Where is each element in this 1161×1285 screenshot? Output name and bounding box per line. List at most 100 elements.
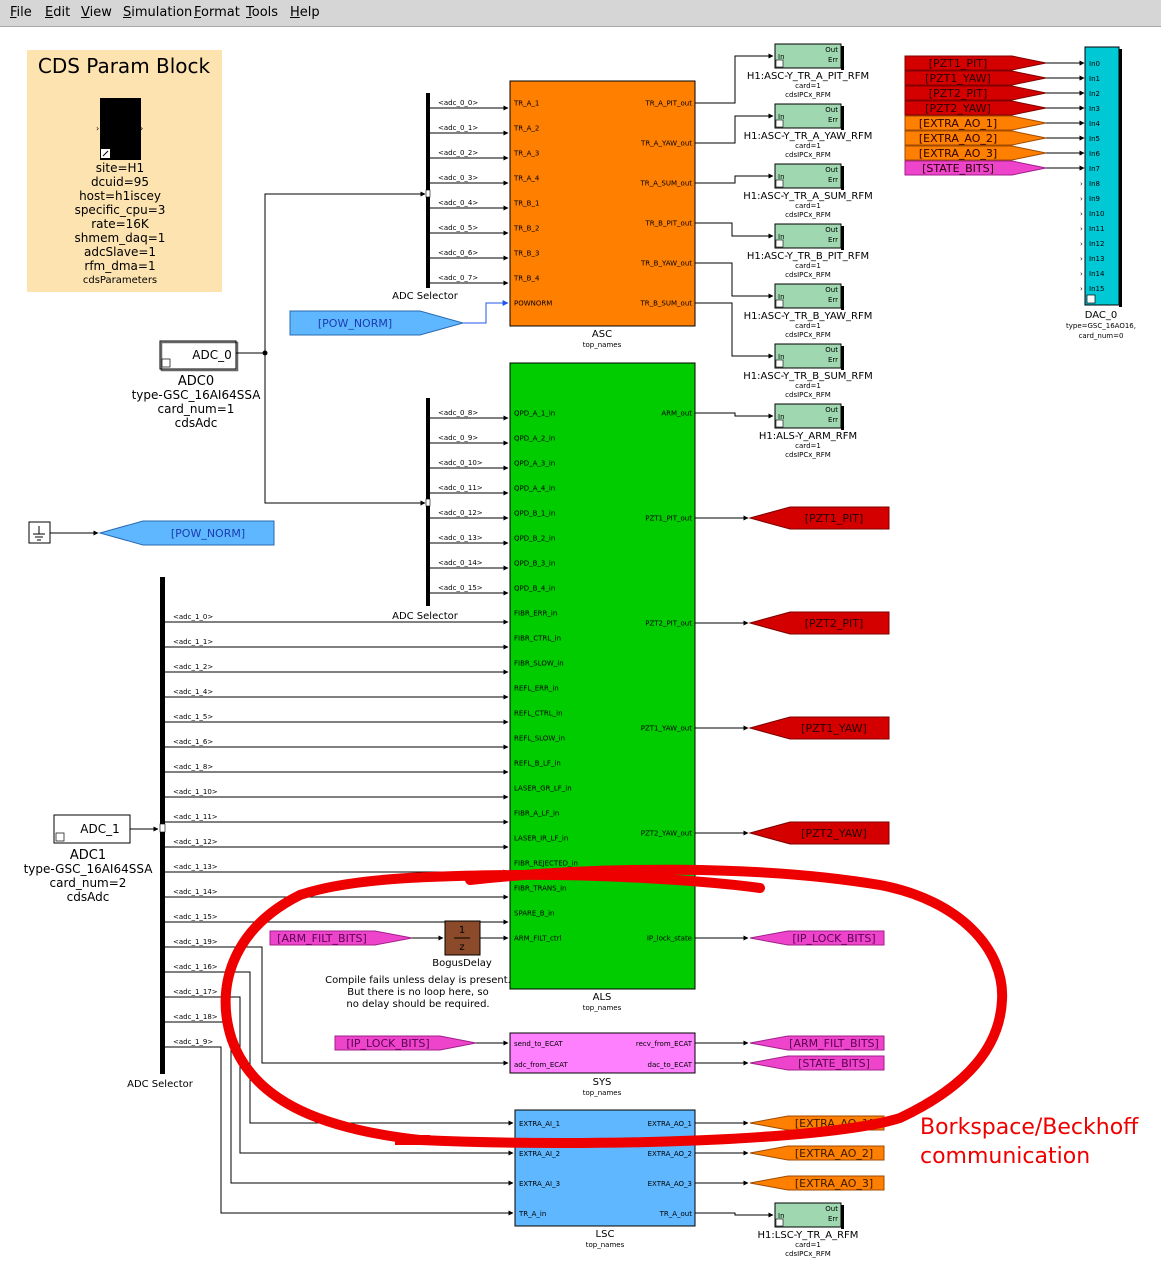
selector-0-port-6: <adc_0_6>: [438, 249, 478, 257]
dac-port-5: In5: [1089, 135, 1100, 143]
selector-2-port-16: <adc_1_18>: [173, 1013, 218, 1021]
selector-1-port-2: <adc_0_10>: [438, 459, 483, 467]
als-out-tag-0[interactable]: [PZT1_PIT]: [748, 506, 890, 530]
als-in-20: SPARE_B_in: [514, 910, 554, 918]
selector-0-port-1: <adc_0_1>: [438, 124, 478, 132]
dac-from-tag-label-2: [PZT2_PIT]: [929, 87, 988, 100]
asc-block[interactable]: TR_A_1TR_A_2TR_A_3TR_A_4TR_B_1TR_B_2TR_B…: [509, 80, 696, 349]
rfm-out-7: Out: [825, 1205, 838, 1213]
als-block[interactable]: QPD_A_1_inQPD_A_2_inQPD_A_3_inQPD_A_4_in…: [509, 362, 696, 1012]
sys-block[interactable]: send_to_ECAT adc_from_ECAT recv_from_ECA…: [509, 1032, 696, 1097]
rfm-out-4: Out: [825, 286, 838, 294]
delay-num: 1: [459, 925, 465, 936]
lsc-in-0: EXTRA_AI_1: [519, 1120, 560, 1128]
dac-from-tag-5[interactable]: [EXTRA_AO_2]: [904, 130, 1047, 146]
dac-block[interactable]: In0›In1›In2›In3›In4›In5›In6›In7›In8›In9›…: [1066, 46, 1136, 340]
dac-port-chevron-2: ›: [1080, 90, 1083, 98]
als-out-tag-1[interactable]: [PZT2_PIT]: [748, 611, 890, 635]
dac-from-tag-3[interactable]: [PZT2_YAW]: [904, 100, 1047, 116]
ground-block[interactable]: [28, 521, 51, 544]
pow-norm-from-tag[interactable]: [POW_NORM]: [289, 310, 465, 336]
dac-from-tag-4[interactable]: [EXTRA_AO_1]: [904, 115, 1047, 131]
sys-out-tag-0[interactable]: [ARM_FILT_BITS]: [749, 1035, 885, 1051]
asc-in-0: TR_A_1: [513, 100, 539, 108]
menu-view[interactable]: View: [81, 5, 112, 20]
note-line-1: But there is no loop here, so: [347, 987, 489, 998]
rfm-in-6: In: [778, 413, 785, 421]
dac-port-chevron-7: ›: [1080, 165, 1083, 173]
annotation-text-line-1: communication: [920, 1144, 1090, 1169]
dac-from-tag-label-7: [STATE_BITS]: [922, 162, 994, 175]
rfm-block-1[interactable]: InOutErrH1:ASC-Y_TR_A_YAW_RFMcard=1cdsIP…: [744, 103, 873, 159]
rfm-block-7[interactable]: InOutErrH1:LSC-Y_TR_A_RFMcard=1cdsIPCx_R…: [758, 1202, 859, 1258]
dac-from-tag-1[interactable]: [PZT1_YAW]: [904, 70, 1047, 86]
lsc-out-tag-1[interactable]: [EXTRA_AO_2]: [749, 1145, 885, 1161]
als-out-3: PZT1_YAW_out: [641, 725, 693, 733]
rfm-block-2[interactable]: InOutErrH1:ASC-Y_TR_A_SUM_RFMcard=1cdsIP…: [743, 163, 873, 219]
adc-selector-0[interactable]: <adc_0_0><adc_0_1><adc_0_2><adc_0_3><adc…: [392, 93, 509, 302]
cds-param-block[interactable]: CDS Param Block › › site=H1 dcuid=95 hos…: [27, 50, 222, 292]
ip-lock-bits-goto-tag-label: [IP_LOCK_BITS]: [792, 932, 875, 945]
pow-norm-goto-tag[interactable]: [POW_NORM]: [98, 520, 275, 546]
als-in-17: LASER_IR_LF_in: [514, 835, 568, 843]
rfm-block-6[interactable]: InOutErrH1:ALS-Y_ARM_RFMcard=1cdsIPCx_RF…: [759, 403, 857, 459]
rfm-lib-3: cdsIPCx_RFM: [785, 271, 831, 279]
rfm-err-0: Err: [828, 56, 838, 64]
adc0-block[interactable]: ADC_0 ADC0 type-GSC_16AI64SSA card_num=1…: [132, 340, 262, 430]
rfm-wire-1: [695, 113, 774, 144]
bogus-delay-block[interactable]: 1 z BogusDelay: [432, 920, 492, 969]
dac-port-15: In15: [1089, 285, 1104, 293]
rfm-err-3: Err: [828, 236, 838, 244]
adc-selector-2[interactable]: <adc_1_0><adc_1_1><adc_1_2><adc_1_4><adc…: [127, 577, 509, 1090]
ip-lock-bits-goto-tag[interactable]: [IP_LOCK_BITS]: [749, 930, 885, 946]
menu-edit[interactable]: Edit: [45, 5, 71, 20]
selector-2-port-17: <adc_1_9>: [173, 1038, 213, 1046]
dac-from-tag-label-5: [EXTRA_AO_2]: [919, 132, 997, 145]
lsc-out-2: EXTRA_AO_3: [648, 1180, 692, 1188]
lsc-out-tag-2[interactable]: [EXTRA_AO_3]: [749, 1175, 885, 1191]
rfm-in-7: In: [778, 1212, 785, 1220]
als-out-tag-3[interactable]: [PZT2_YAW]: [748, 821, 890, 845]
menu-tools[interactable]: Tools: [246, 5, 279, 20]
als-in-4: QPD_B_1_in: [514, 510, 555, 518]
rfm-block-0[interactable]: InOutErrH1:ASC-Y_TR_A_PIT_RFMcard=1cdsIP…: [747, 43, 869, 99]
rfm-wire-7: [695, 1212, 774, 1218]
adc-selector-1[interactable]: <adc_0_8><adc_0_9><adc_0_10><adc_0_11><a…: [392, 398, 509, 622]
lsc-block[interactable]: EXTRA_AI_1 EXTRA_AI_2 EXTRA_AI_3 TR_A_in…: [514, 1109, 696, 1249]
als-in-12: REFL_CTRL_in: [514, 710, 563, 718]
rfm-in-3: In: [778, 233, 785, 241]
als-out-tag-2[interactable]: [PZT1_YAW]: [748, 716, 890, 740]
selector-2-port-7: <adc_1_10>: [173, 788, 218, 796]
adc0-type: type-GSC_16AI64SSA: [132, 388, 262, 402]
sys-out-tag-1[interactable]: [STATE_BITS]: [749, 1055, 885, 1071]
dac-from-tag-label-6: [EXTRA_AO_3]: [919, 147, 997, 160]
lsc-sub: top_names: [586, 1241, 625, 1249]
sys-out-tag-1-label: [STATE_BITS]: [798, 1057, 870, 1070]
selector-2-port-12: <adc_1_15>: [173, 913, 218, 921]
rfm-block-4[interactable]: InOutErrH1:ASC-Y_TR_B_YAW_RFMcard=1cdsIP…: [744, 283, 873, 339]
ip-lock-bits-from-tag[interactable]: [IP_LOCK_BITS]: [334, 1035, 477, 1051]
selector-2-port-10: <adc_1_13>: [173, 863, 218, 871]
menu-help[interactable]: Help: [290, 5, 320, 20]
rfm-card-2: card=1: [795, 202, 821, 210]
dac-from-tag-0[interactable]: [PZT1_PIT]: [904, 55, 1047, 71]
lsc-name: LSC: [596, 1229, 615, 1240]
adc-selector-2-label: ADC Selector: [127, 1079, 194, 1090]
dac-from-tag-7[interactable]: [STATE_BITS]: [904, 160, 1047, 176]
dac-port-chevron-5: ›: [1080, 135, 1083, 143]
dac-port-9: In9: [1089, 195, 1100, 203]
pow-norm-from-label: [POW_NORM]: [318, 317, 392, 330]
arm-filt-bits-from-tag[interactable]: [ARM_FILT_BITS]: [269, 930, 413, 946]
selector-1-port-3: <adc_0_11>: [438, 484, 483, 492]
menu-format[interactable]: Format: [194, 5, 240, 20]
rfm-wire-5: [695, 302, 774, 359]
dac-from-tag-2[interactable]: [PZT2_PIT]: [904, 85, 1047, 101]
adc1-block[interactable]: ADC_1 ADC1 type-GSC_16AI64SSA card_num=2…: [24, 814, 154, 904]
menu-simulation[interactable]: Simulation: [123, 5, 193, 20]
menu-file[interactable]: File: [10, 5, 32, 20]
dac-from-tag-6[interactable]: [EXTRA_AO_3]: [904, 145, 1047, 161]
adc1-type: type-GSC_16AI64SSA: [24, 862, 154, 876]
rfm-block-3[interactable]: InOutErrH1:ASC-Y_TR_B_PIT_RFMcard=1cdsIP…: [747, 223, 869, 279]
rfm-block-5[interactable]: InOutErrH1:ASC-Y_TR_B_SUM_RFMcard=1cdsIP…: [743, 343, 873, 399]
adc0-name: ADC0: [178, 374, 214, 389]
